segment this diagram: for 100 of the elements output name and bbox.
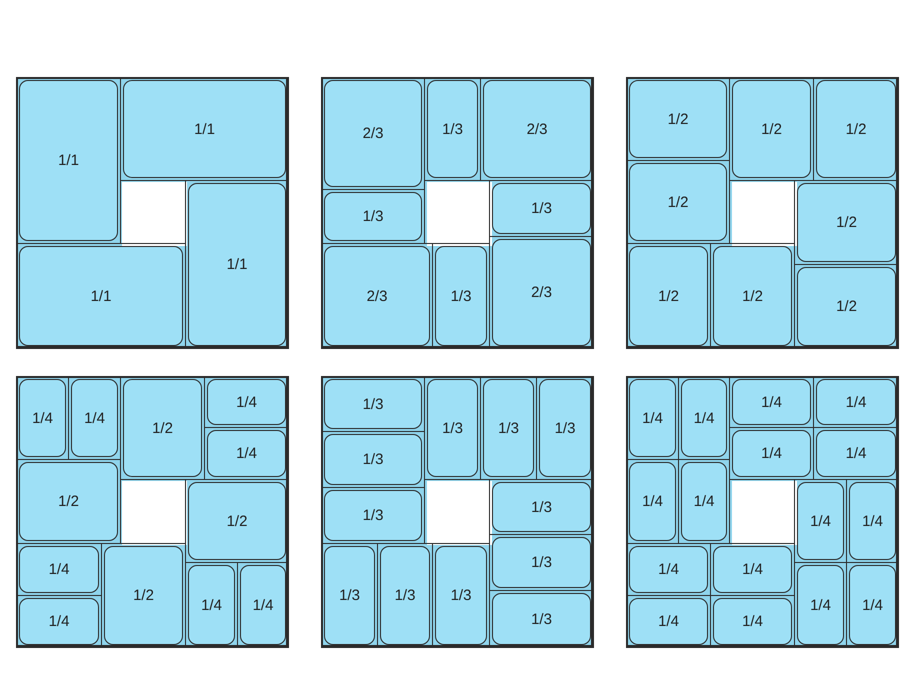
pan-size-label: 1/4 — [658, 613, 679, 630]
container-layout-panel — [16, 376, 288, 647]
food-pan — [849, 482, 896, 560]
pan-size-label: 1/3 — [362, 451, 384, 468]
food-pan — [732, 80, 811, 178]
food-pan — [324, 434, 422, 485]
pan-size-label: 1/3 — [362, 208, 384, 225]
pan-size-label: 1/4 — [761, 394, 782, 410]
pan-size-label: 1/4 — [846, 394, 866, 410]
pan-size-label: 1/2 — [226, 512, 248, 530]
pan-size-label: 1/2 — [836, 298, 857, 315]
container-layout-panel — [321, 77, 593, 348]
pan-size-label: 1/2 — [668, 194, 688, 210]
food-pan — [71, 379, 118, 457]
pan-size-label: 1/2 — [846, 120, 866, 138]
food-pan — [849, 565, 896, 645]
food-pan — [713, 598, 792, 645]
food-pan — [797, 267, 896, 346]
pan-size-label: 1/3 — [394, 587, 416, 604]
food-pan — [19, 80, 118, 241]
food-pan — [629, 379, 676, 457]
pan-size-label: 1/3 — [554, 420, 576, 436]
pan-size-label: 1/3 — [442, 420, 463, 436]
container-layout-panel — [16, 77, 288, 348]
food-pan — [188, 565, 235, 645]
pan-size-label: 1/2 — [152, 420, 173, 436]
food-pan — [492, 537, 591, 588]
pan-size-label: 1/3 — [531, 200, 552, 217]
food-pan — [435, 546, 487, 645]
food-pan — [123, 379, 202, 477]
food-pan — [19, 598, 99, 645]
pan-size-label: 1/2 — [836, 214, 857, 231]
pan-size-label: 1/4 — [84, 410, 105, 426]
pan-size-label: 1/4 — [658, 561, 679, 578]
food-pan — [816, 430, 896, 477]
pan-size-label: 1/2 — [58, 493, 79, 510]
pan-size-label: 2/3 — [531, 284, 552, 301]
pan-size-label: 1/4 — [846, 445, 866, 462]
pan-size-label: 1/4 — [201, 596, 222, 614]
food-pan — [188, 183, 286, 346]
pan-size-label: 1/4 — [810, 596, 831, 614]
food-pan — [816, 379, 896, 425]
food-pan — [797, 482, 844, 560]
food-pan — [123, 80, 286, 178]
food-pan — [629, 462, 676, 541]
food-pan — [492, 183, 591, 234]
pan-size-label: 1/4 — [761, 445, 782, 462]
food-pan — [629, 163, 727, 241]
food-pan — [713, 246, 792, 346]
pan-size-label: 1/4 — [252, 596, 274, 614]
pan-size-label: 1/4 — [642, 410, 663, 426]
pan-size-label: 1/4 — [48, 561, 70, 578]
food-pan — [380, 546, 430, 645]
pan-size-label: 1/2 — [658, 288, 679, 304]
pan-size-label: 1/3 — [531, 610, 552, 628]
pan-size-label: 1/1 — [226, 256, 248, 273]
food-pan — [816, 80, 896, 178]
pan-size-label: 1/1 — [58, 152, 79, 169]
food-pan — [539, 379, 591, 477]
food-pan — [681, 462, 727, 541]
food-pan — [207, 379, 286, 425]
pan-size-label: 1/4 — [48, 613, 70, 630]
pan-size-label: 1/2 — [761, 120, 782, 138]
pan-size-label: 1/3 — [442, 120, 463, 138]
pan-size-label: 1/4 — [642, 493, 663, 510]
food-pan — [324, 379, 422, 429]
food-pan — [483, 379, 534, 477]
pan-size-label: 1/4 — [862, 596, 883, 614]
pan-size-label: 1/3 — [362, 396, 384, 412]
food-pan — [427, 379, 478, 477]
pan-size-label: 1/4 — [694, 410, 714, 426]
pan-size-label: 1/3 — [362, 507, 384, 524]
pan-size-label: 1/4 — [236, 394, 257, 410]
food-pan — [19, 246, 183, 346]
food-pan — [104, 546, 183, 645]
food-pan — [435, 246, 487, 346]
pan-size-label: 1/3 — [450, 587, 472, 604]
food-pan — [713, 546, 792, 593]
food-pan — [19, 546, 99, 593]
container-layout-panel — [321, 376, 593, 647]
food-pan — [492, 239, 591, 346]
food-pan — [492, 482, 591, 532]
food-pan — [324, 546, 375, 645]
pan-size-label: 1/4 — [862, 512, 883, 530]
pan-size-label: 1/3 — [531, 498, 552, 516]
pan-size-label: 2/3 — [366, 288, 388, 304]
pan-size-label: 1/4 — [742, 561, 763, 578]
food-pan — [629, 546, 708, 593]
container-layout-panel — [626, 376, 898, 647]
pan-size-label: 1/3 — [339, 587, 360, 604]
food-pan — [324, 490, 422, 541]
food-pan — [492, 593, 591, 645]
food-pan — [324, 80, 422, 187]
pan-size-label: 1/3 — [450, 288, 472, 304]
container-layout-panel — [626, 77, 898, 348]
pan-size-label: 1/2 — [742, 288, 763, 304]
food-pan — [797, 183, 896, 262]
pan-size-label: 2/3 — [526, 120, 548, 138]
food-pan — [732, 430, 811, 477]
pan-size-label: 1/4 — [236, 445, 257, 462]
